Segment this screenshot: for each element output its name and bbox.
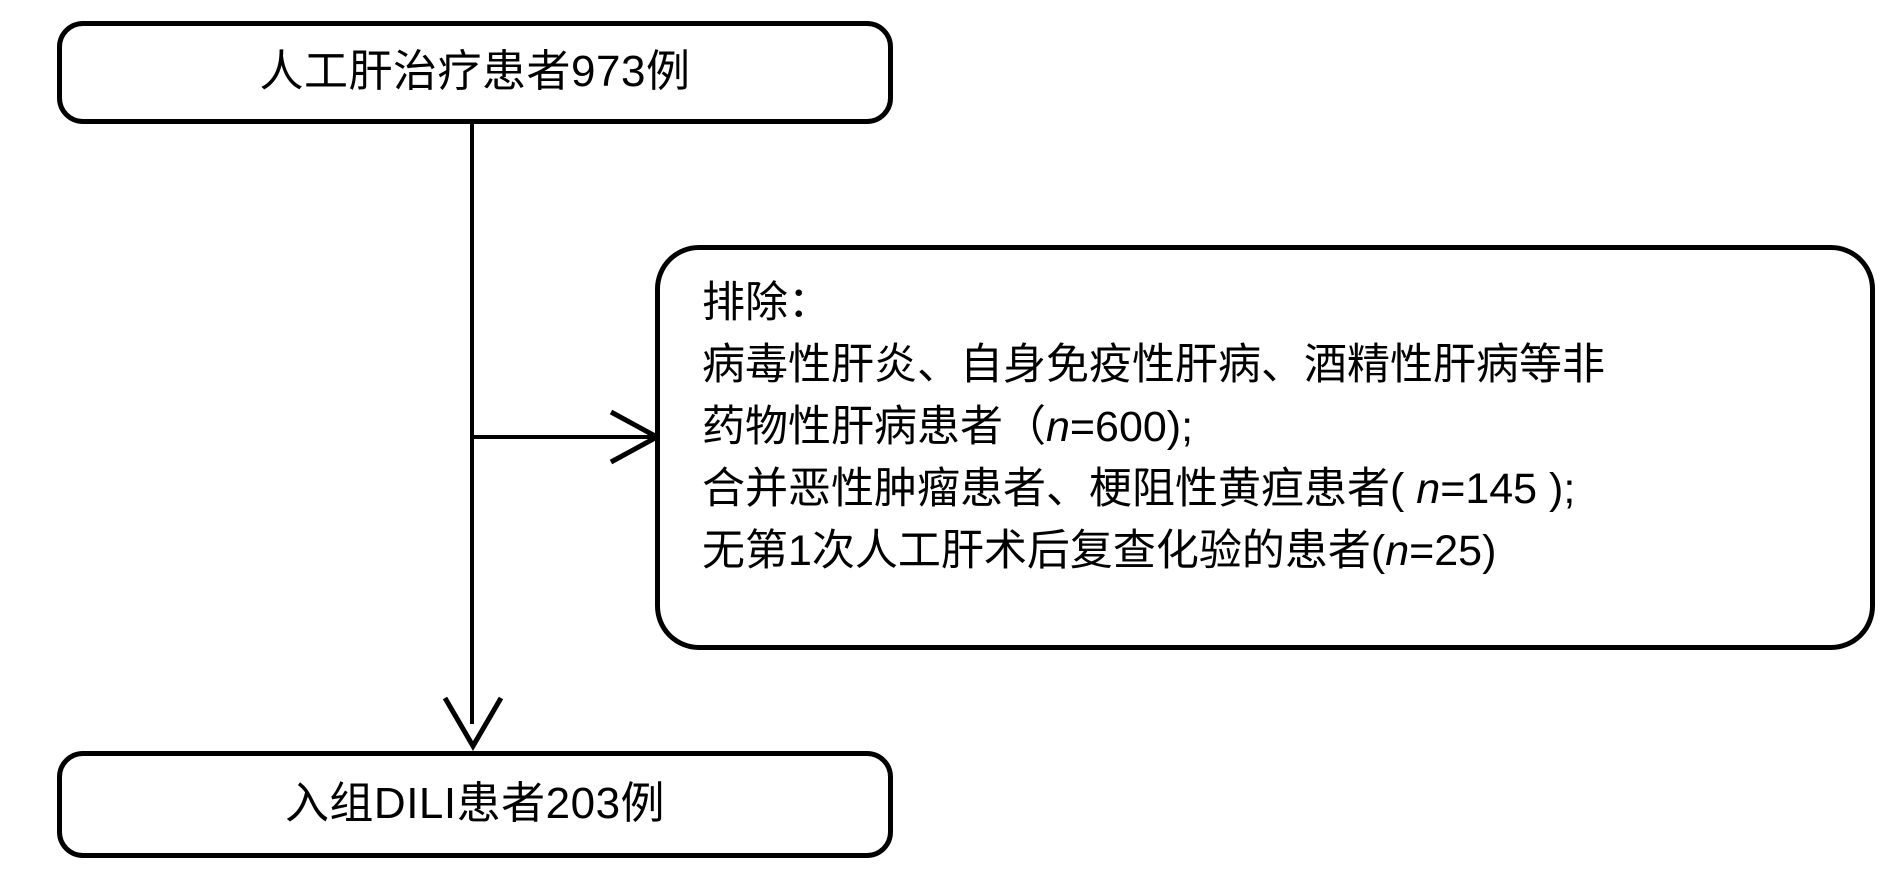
exclusion-criteria-box: 排除： 病毒性肝炎、自身免疫性肝病、酒精性肝病等非 药物性肝病患者（n=600)… — [655, 245, 1875, 650]
screened-patients-label: 人工肝治疗患者973例 — [259, 47, 691, 97]
enrolled-patients-label: 入组DILI患者203例 — [284, 779, 666, 829]
screened-patients-box: 人工肝治疗患者973例 — [57, 21, 893, 124]
exclusion-branch-arrowhead — [603, 404, 663, 474]
exclusion-line-5: 无第1次人工肝术后复查化验的患者(n=25) — [702, 527, 1497, 575]
vertical-flow-line — [470, 124, 474, 724]
exclusion-line-4: 合并恶性肿瘤患者、梗阻性黄疸患者( n=145 ); — [702, 465, 1576, 513]
exclusion-line-3: 药物性肝病患者（n=600); — [702, 403, 1194, 451]
exclusion-line-1: 排除： — [702, 279, 831, 327]
exclusion-criteria-text: 排除： 病毒性肝炎、自身免疫性肝病、酒精性肝病等非 药物性肝病患者（n=600)… — [702, 272, 1605, 582]
exclusion-branch-line — [472, 435, 655, 439]
enrolled-patients-box: 入组DILI患者203例 — [57, 751, 893, 858]
exclusion-line-2: 病毒性肝炎、自身免疫性肝病、酒精性肝病等非 — [702, 341, 1605, 389]
vertical-flow-arrowhead — [437, 690, 509, 756]
